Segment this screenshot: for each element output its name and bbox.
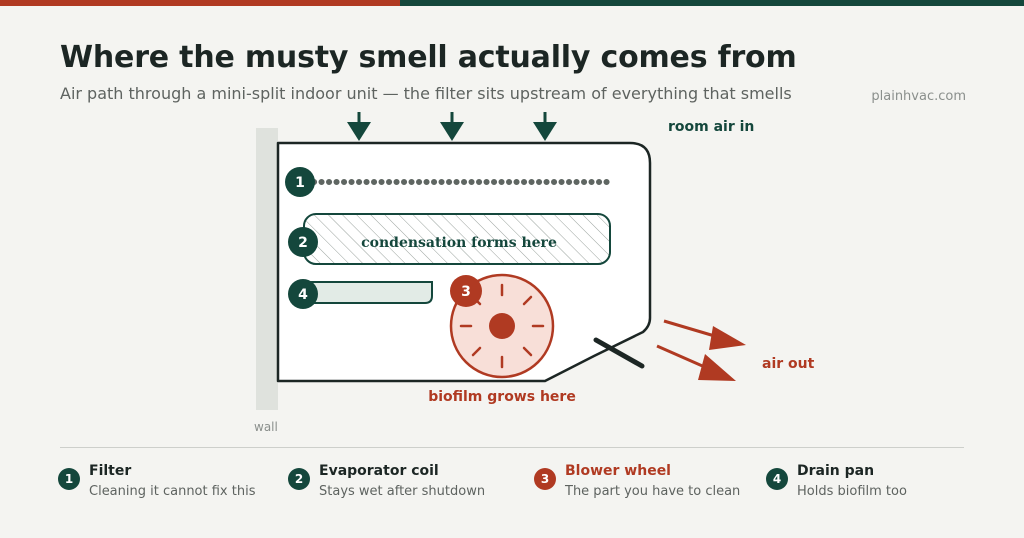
svg-text:2: 2 xyxy=(298,235,308,251)
coil-label: condensation forms here xyxy=(361,235,557,251)
wall-label: wall xyxy=(254,420,278,434)
outlet-louver xyxy=(593,337,645,369)
legend-title-drain: Drain pan xyxy=(797,463,875,479)
legend-badge-blower: 3 xyxy=(534,468,556,490)
room-air-in-label: room air in xyxy=(668,119,754,135)
legend-desc-drain: Holds biofilm too xyxy=(797,484,907,499)
marker-drain: 4 xyxy=(288,279,318,309)
svg-text:3: 3 xyxy=(461,284,471,300)
room-air-in-arrows xyxy=(347,112,557,141)
marker-filter: 1 xyxy=(285,167,315,197)
accent-bar-red xyxy=(0,0,400,6)
legend-badge-filter: 1 xyxy=(58,468,80,490)
drain-pan xyxy=(303,281,433,304)
site-credit: plainhvac.com xyxy=(871,89,966,104)
legend-desc-filter: Cleaning it cannot fix this xyxy=(89,484,256,499)
legend-title-filter: Filter xyxy=(89,463,132,479)
legend-divider xyxy=(60,447,964,448)
page-title: Where the musty smell actually comes fro… xyxy=(60,40,797,75)
svg-text:1: 1 xyxy=(295,175,305,191)
marker-coil: 2 xyxy=(288,227,318,257)
legend-item-blower: 3 Blower wheel The part you have to clea… xyxy=(534,461,740,503)
legend-item-drain: 4 Drain pan Holds biofilm too xyxy=(766,461,907,503)
legend-item-filter: 1 Filter Cleaning it cannot fix this xyxy=(58,461,255,503)
accent-bar-green xyxy=(400,0,1024,6)
legend-desc-coil: Stays wet after shutdown xyxy=(319,484,486,499)
svg-text:4: 4 xyxy=(298,287,308,303)
biofilm-label: biofilm grows here xyxy=(428,389,576,405)
legend-badge-drain: 4 xyxy=(766,468,788,490)
legend-title-coil: Evaporator coil xyxy=(319,463,439,479)
legend-title-blower: Blower wheel xyxy=(565,463,671,479)
legend-badge-coil: 2 xyxy=(288,468,310,490)
legend-item-coil: 2 Evaporator coil Stays wet after shutdo… xyxy=(288,461,485,503)
air-out-arrows xyxy=(656,319,746,381)
air-out-label: air out xyxy=(762,356,815,372)
page-subtitle: Air path through a mini-split indoor uni… xyxy=(60,84,792,103)
wall xyxy=(256,128,278,410)
marker-blower: 3 xyxy=(450,275,482,307)
legend-desc-blower: The part you have to clean xyxy=(565,484,741,499)
airflow-diagram: wall room air in 1 condensation forms he… xyxy=(254,112,815,434)
